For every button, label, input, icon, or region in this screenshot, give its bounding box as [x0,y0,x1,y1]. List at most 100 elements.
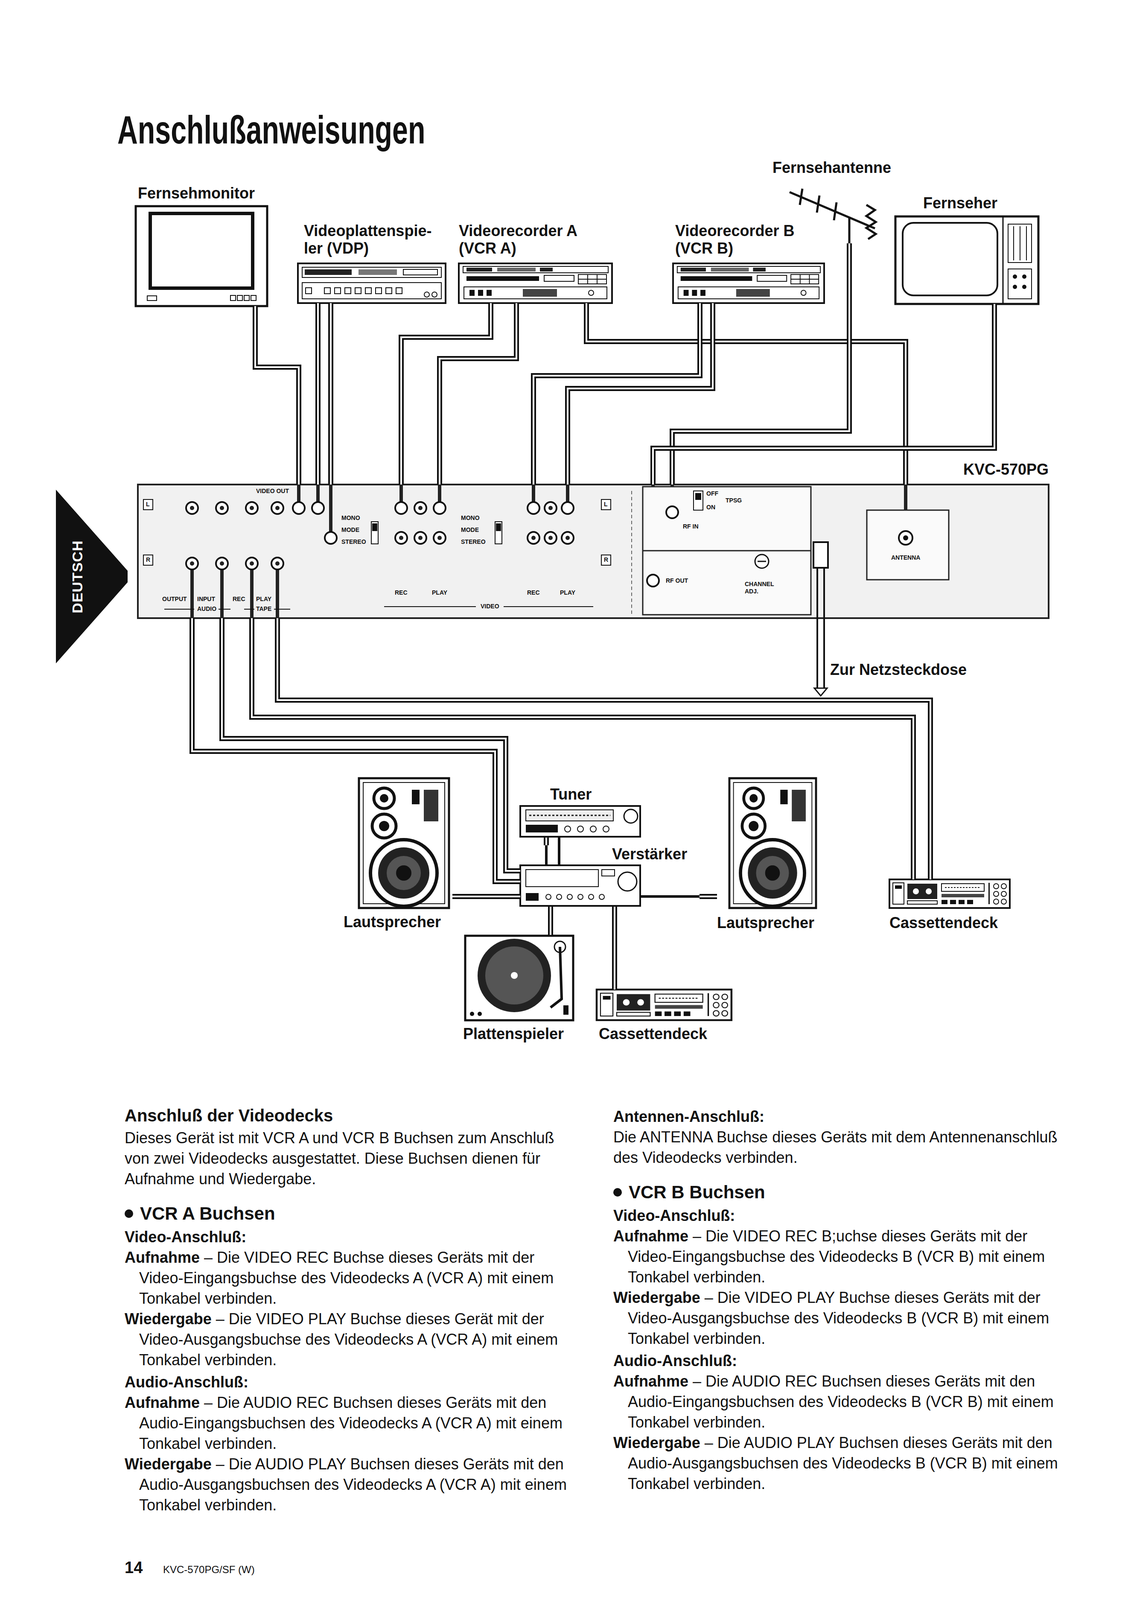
receiver-panel [642,486,811,615]
tv-monitor [250,295,257,301]
jack-label: INPUT [197,595,216,603]
device-label-monitor: Fernsehmonitor [137,184,255,202]
receiver-panel [418,535,423,540]
vcr-b [673,263,825,304]
receiver-panel [437,535,442,540]
device-label-turntable: Plattenspieler [463,1024,564,1043]
turntable [465,935,574,1021]
power-note: Zur Netzsteckdose [830,660,967,679]
jack-label: PLAY [559,588,576,597]
receiver-panel [495,521,502,544]
receiver-panel [186,501,574,570]
loudspeaker-left [358,778,449,908]
amplifier [520,865,641,906]
tuner [520,805,641,837]
videodisc-player [365,287,372,294]
antenna-symbol [789,192,875,229]
jack-label: REC [527,588,540,597]
tab-shape [55,489,128,664]
receiver-panel [249,561,254,566]
videodisc-player [305,287,312,294]
videodisc-player [334,287,341,294]
cable-core [533,303,700,485]
receiver-panel [372,523,378,531]
sub-heading: Video-Anschluß: [124,1226,573,1248]
jack-label: STEREO [460,538,486,546]
cable [586,303,906,485]
tv-monitor [147,295,157,301]
cable [255,306,299,485]
television [1022,274,1027,279]
cable [652,303,995,485]
device-label-deck: Cassettendeck [889,913,998,932]
receiver-panel [275,569,280,618]
television [1026,226,1027,261]
receiver-panel [395,531,408,544]
jack-label: TPSG [725,496,742,505]
cable-core [251,617,914,880]
device-node: Videorecorder A (VCR A) [458,221,613,304]
receiver-panel [220,569,224,618]
receiver-panel [544,501,557,514]
receiver-panel [271,557,284,570]
receiver-panel [324,531,337,544]
cable [315,303,321,485]
cable-core [329,303,332,485]
receiver-panel [143,554,153,566]
cable-core [452,895,521,898]
antenna-symbol [799,188,803,205]
cable-core [277,617,931,880]
device-label-speaker: Lautsprecher [343,912,441,931]
jack-label: L [603,500,608,508]
cable [277,617,931,880]
receiver-panel [754,554,769,569]
tv-monitor [135,206,268,307]
jack-label: ON [706,503,716,511]
jack-label: MODE [460,526,479,534]
receiver-panel [695,492,702,500]
term: Aufnahme [613,1372,689,1390]
section-heading: Anschluß der Videodecks [124,1104,573,1126]
cable [546,837,547,846]
receiver-panel [642,550,811,552]
cable-core [586,303,906,485]
device-node: Cassettendeck [596,989,735,1043]
body-text: Dieses Gerät ist mit VCR A und VCR B Buc… [124,1127,573,1190]
turntable [485,946,544,1005]
tv-monitor [237,295,243,301]
jack-label: MODE [341,526,360,534]
cable [567,303,713,485]
receiver-panel [311,501,324,514]
cable [192,617,521,882]
receiver-panel [137,484,1049,696]
page-title: Anschlußanweisungen [117,110,426,150]
receiver-panel [813,542,828,568]
tuner [623,809,638,823]
receiver-panel [189,561,195,566]
receiver-panel [565,484,570,502]
device-node: Plattenspieler [463,934,579,1043]
receiver-panel [666,506,679,519]
cable-core [401,303,491,485]
amplifier [525,869,599,887]
instruction-text: – Die VIDEO REC Buchse dieses Geräts mit… [139,1248,554,1307]
instruction-text: – Die VIDEO REC B;uchse dieses Geräts mi… [627,1227,1045,1286]
tab-shape [55,489,128,664]
videodisc-player [304,269,352,275]
receiver-panel [898,530,913,545]
tuner [603,825,610,832]
device-node: Videorecorder B (VCR B) [673,221,825,304]
cable [452,896,521,897]
receiver-panel [531,484,536,502]
turntable [465,935,574,1021]
television [1013,226,1015,261]
television [1008,268,1032,299]
receiver-panel [631,490,633,615]
cable-core [545,837,548,846]
cable [614,906,616,990]
videodisc-player [297,263,446,304]
receiver-panel [544,531,557,544]
bullet-dot [124,1209,134,1218]
cable [277,617,931,880]
